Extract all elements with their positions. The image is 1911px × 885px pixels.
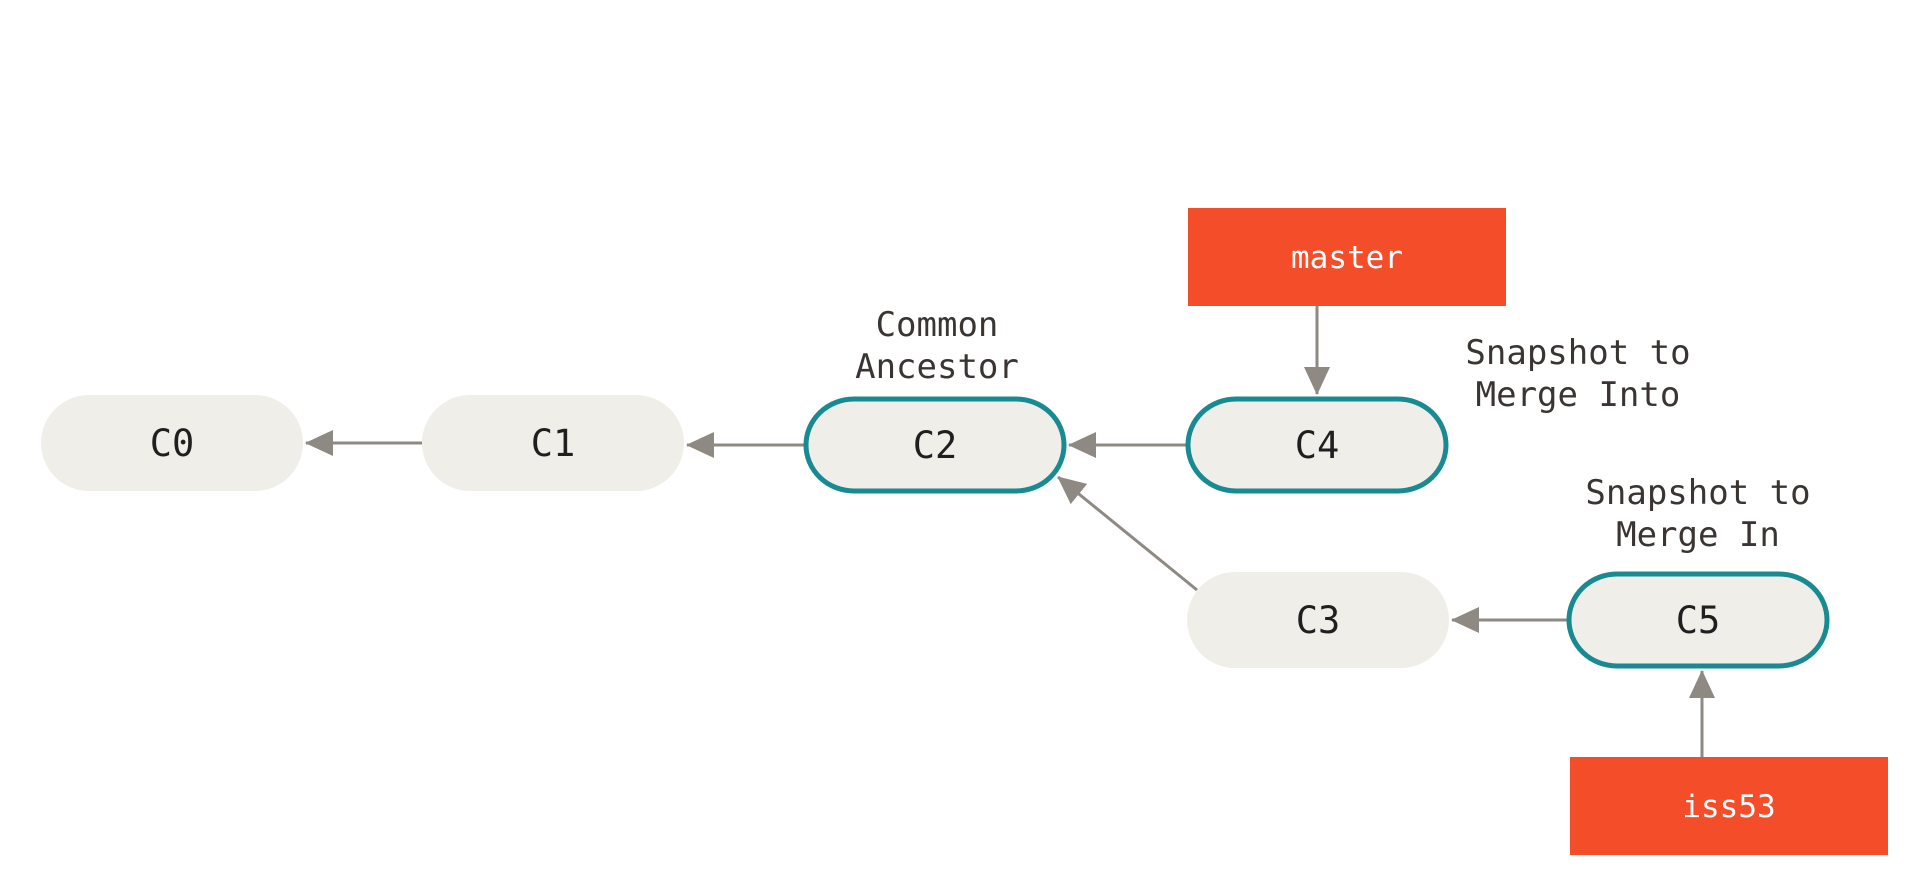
commit-node-c5: [1566, 571, 1830, 669]
commit-c3: C3: [1187, 572, 1449, 668]
note-merge-into-line-1: Snapshot to: [1465, 333, 1690, 373]
commit-label-c0: C0: [150, 422, 195, 465]
commit-node-c2: [803, 396, 1067, 494]
note-merge-in-line-2: Merge In: [1616, 515, 1780, 555]
branch-box-master: [1188, 208, 1506, 306]
commit-node-c3: [1187, 572, 1449, 668]
commit-node-c1: [422, 395, 684, 491]
branch-label-master: master: [1291, 240, 1403, 276]
commit-node-c4: [1185, 396, 1449, 494]
branch-master: master: [1188, 208, 1506, 306]
commit-c0: C0: [41, 395, 303, 491]
commit-node-c0: [41, 395, 303, 491]
commit-c5: C5: [1566, 571, 1830, 669]
commit-c4: C4: [1185, 396, 1449, 494]
note-merge-in-line-1: Snapshot to: [1585, 473, 1810, 513]
branch-iss53: iss53: [1570, 757, 1888, 855]
branch-box-iss53: [1570, 757, 1888, 855]
commit-label-c1: C1: [531, 422, 576, 465]
parent-link-c3-to-c2: [1057, 475, 1198, 592]
commit-c2: C2: [803, 396, 1067, 494]
parent-links: [305, 430, 1567, 633]
branch-labels: master iss53: [1188, 208, 1888, 855]
branch-pointer-links: [1304, 306, 1715, 757]
note-common-ancestor-line-1: Common: [876, 305, 999, 345]
commit-label-c4: C4: [1295, 424, 1340, 467]
branch-label-iss53: iss53: [1682, 789, 1775, 825]
commit-c1: C1: [422, 395, 684, 491]
commit-label-c2: C2: [913, 424, 958, 467]
note-common-ancestor-line-2: Ancestor: [855, 347, 1019, 387]
commit-label-c3: C3: [1296, 599, 1341, 642]
note-merge-into-line-2: Merge Into: [1476, 375, 1681, 415]
commit-label-c5: C5: [1676, 599, 1721, 642]
